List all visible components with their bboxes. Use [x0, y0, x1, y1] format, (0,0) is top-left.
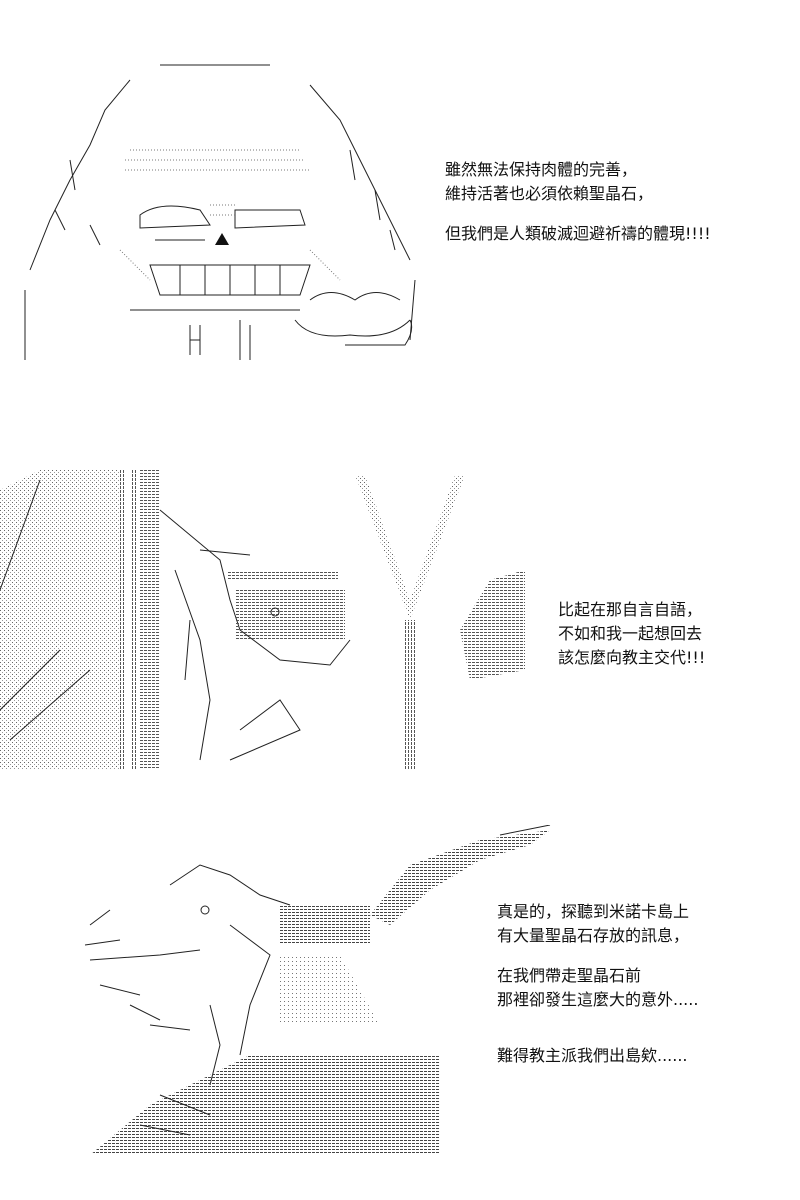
caption-line: 難得教主派我們出島欸...... [497, 1046, 688, 1065]
caption-gap [497, 948, 698, 964]
panel-1-caption: 雖然無法保持肉體的完善， 維持活著也必須依賴聖晶石， 但我們是人類破滅迴避祈禱的… [445, 158, 711, 246]
caption-line: 有大量聖晶石存放的訊息， [497, 926, 690, 945]
caption-line: 不如和我一起想回去 [558, 624, 703, 643]
panel-2-caption: 比起在那自言自語， 不如和我一起想回去 該怎麼向教主交代!!! [558, 598, 705, 670]
caption-line: 維持活著也必須依賴聖晶石， [445, 184, 654, 203]
caption-line: 但我們是人類破滅迴避祈禱的體現!!!! [445, 224, 711, 243]
caption-line: 那裡卻發生這麼大的意外..... [497, 990, 699, 1009]
caption-line: 該怎麼向教主交代!!! [558, 648, 706, 667]
panel-3-caption: 真是的，探聽到米諾卡島上 有大量聖晶石存放的訊息， 在我們帶走聖晶石前 那裡卻發… [497, 900, 698, 1068]
caption-gap [445, 206, 711, 222]
panel-1: 雖然無法保持肉體的完善， 維持活著也必須依賴聖晶石， 但我們是人類破滅迴避祈禱的… [0, 0, 800, 400]
caption-gap [497, 1028, 698, 1044]
caption-line: 比起在那自言自語， [558, 600, 703, 619]
caption-line: 雖然無法保持肉體的完善， [445, 160, 638, 179]
panel-2: 比起在那自言自語， 不如和我一起想回去 該怎麼向教主交代!!! [0, 465, 800, 775]
caption-line: 在我們帶走聖晶石前 [497, 966, 642, 985]
ascii-art-hooded-figure [10, 50, 430, 370]
panel-3: 真是的，探聽到米諾卡島上 有大量聖晶石存放的訊息， 在我們帶走聖晶石前 那裡卻發… [0, 815, 800, 1155]
ascii-art-figures-closeup [0, 470, 525, 770]
caption-gap [497, 1012, 698, 1028]
ascii-art-figure-raised-arm [80, 825, 570, 1155]
caption-line: 真是的，探聽到米諾卡島上 [497, 902, 690, 921]
